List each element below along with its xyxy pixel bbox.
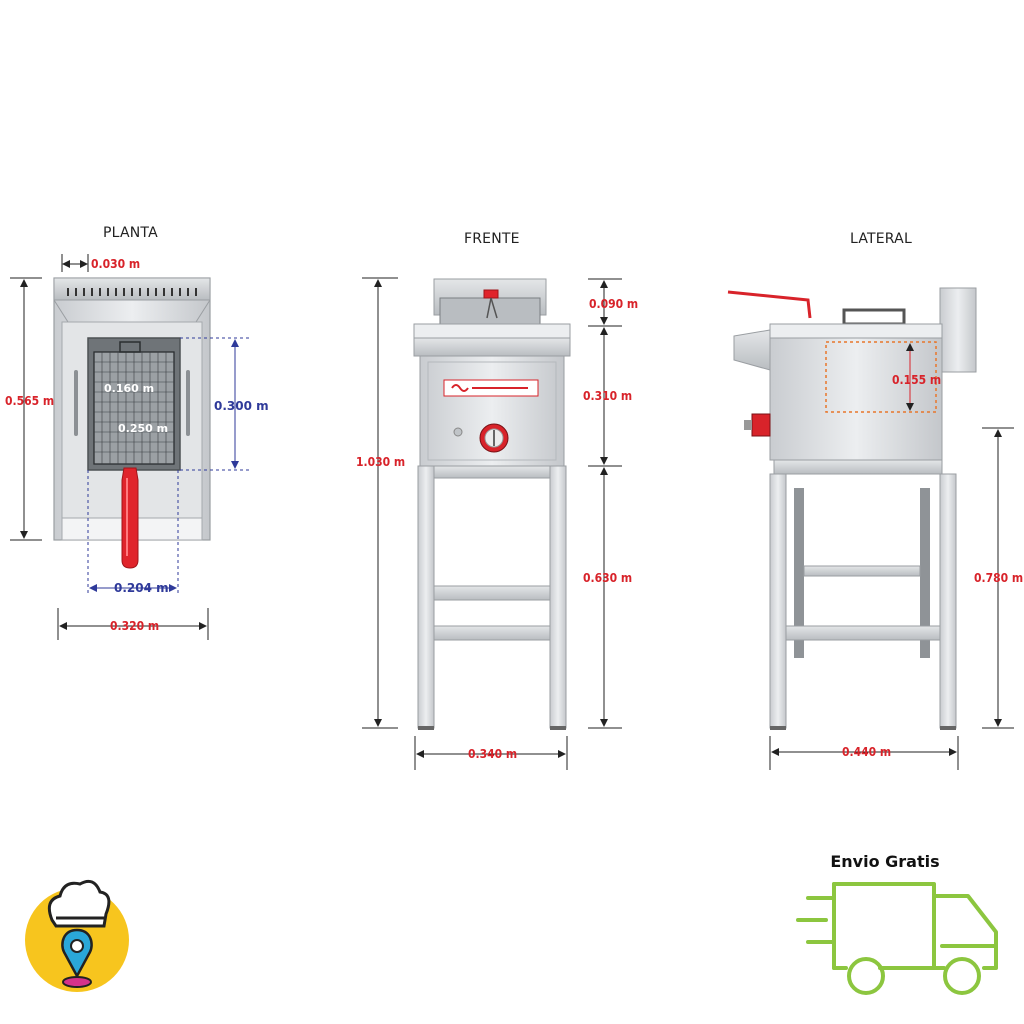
planta-basket-red-handle [121,467,139,569]
frente-top-rim [413,323,571,339]
lateral-front-lip [733,329,771,371]
lateral-inner-leg-left [794,488,804,658]
lateral-body [769,337,943,461]
lateral-front-leg [769,473,787,729]
lateral-title: LATERAL [850,231,912,247]
lateral-back-leg [939,473,957,729]
lateral-stand-height-dim: 0.780 m [974,571,1023,585]
lateral-view: LATERAL 0.155 m 0.780 m [727,231,1023,770]
frente-pilot-light [453,427,463,437]
planta-inner-a-label: 0.160 m [104,382,154,395]
frente-stand-height-dim: 0.630 m [583,571,632,585]
planta-title: PLANTA [103,225,158,241]
frente-crossbar-upper [433,585,551,601]
lateral-backsplash [939,287,977,373]
planta-inner-b-label: 0.250 m [118,422,168,435]
frente-rim-lip [413,337,571,357]
lateral-knob [751,413,771,437]
planta-basket-hook [119,341,141,353]
lateral-stand-top [773,459,943,475]
planta-basket-mesh [94,352,174,464]
lateral-crossbar-upper [803,565,921,577]
frente-total-height-dim: 1.030 m [356,455,405,469]
frente-body-height-dim: 0.310 m [583,389,632,403]
frente-width-dim: 0.340 m [468,747,517,761]
planta-top-offset-dim: 0.030 m [91,257,140,271]
free-shipping-label: Envio Gratis [830,852,940,871]
frente-title: FRENTE [464,231,520,247]
planta-width-dim: 0.320 m [110,619,159,633]
planta-right-handle [186,370,190,436]
frente-brand-logo-icon [451,384,528,392]
lateral-oil-zone [825,341,937,413]
lateral-crossbar-lower [785,625,941,641]
lateral-width-dim: 0.440 m [842,745,891,759]
planta-basket-depth-dim: 0.300 m [214,399,269,413]
lateral-oil-depth-dim: 0.155 m [892,373,941,387]
frente-right-leg [549,465,567,729]
planta-basket-width-dim: 0.204 m [114,581,169,595]
lateral-inner-leg-right [920,488,930,658]
lateral-red-handle [727,290,812,319]
frente-backsplash-dim: 0.090 m [589,297,638,311]
frente-red-handle [483,289,499,299]
chef-location-logo-icon [25,879,129,992]
planta-vent-slots [67,288,197,296]
lateral-top [769,323,943,339]
frente-left-leg [417,465,435,729]
lateral-lid-handle [842,308,906,326]
frente-stand-top [425,465,561,479]
delivery-truck-icon [796,882,998,995]
planta-view: PLANTA 0.160 m 0.250 [5,225,269,640]
frente-front-panel [427,361,557,461]
planta-left-handle [74,370,78,436]
frente-view: FRENTE 1.030 m [356,231,638,770]
planta-depth-dim: 0.565 m [5,394,54,408]
frente-crossbar-lower [433,625,551,641]
